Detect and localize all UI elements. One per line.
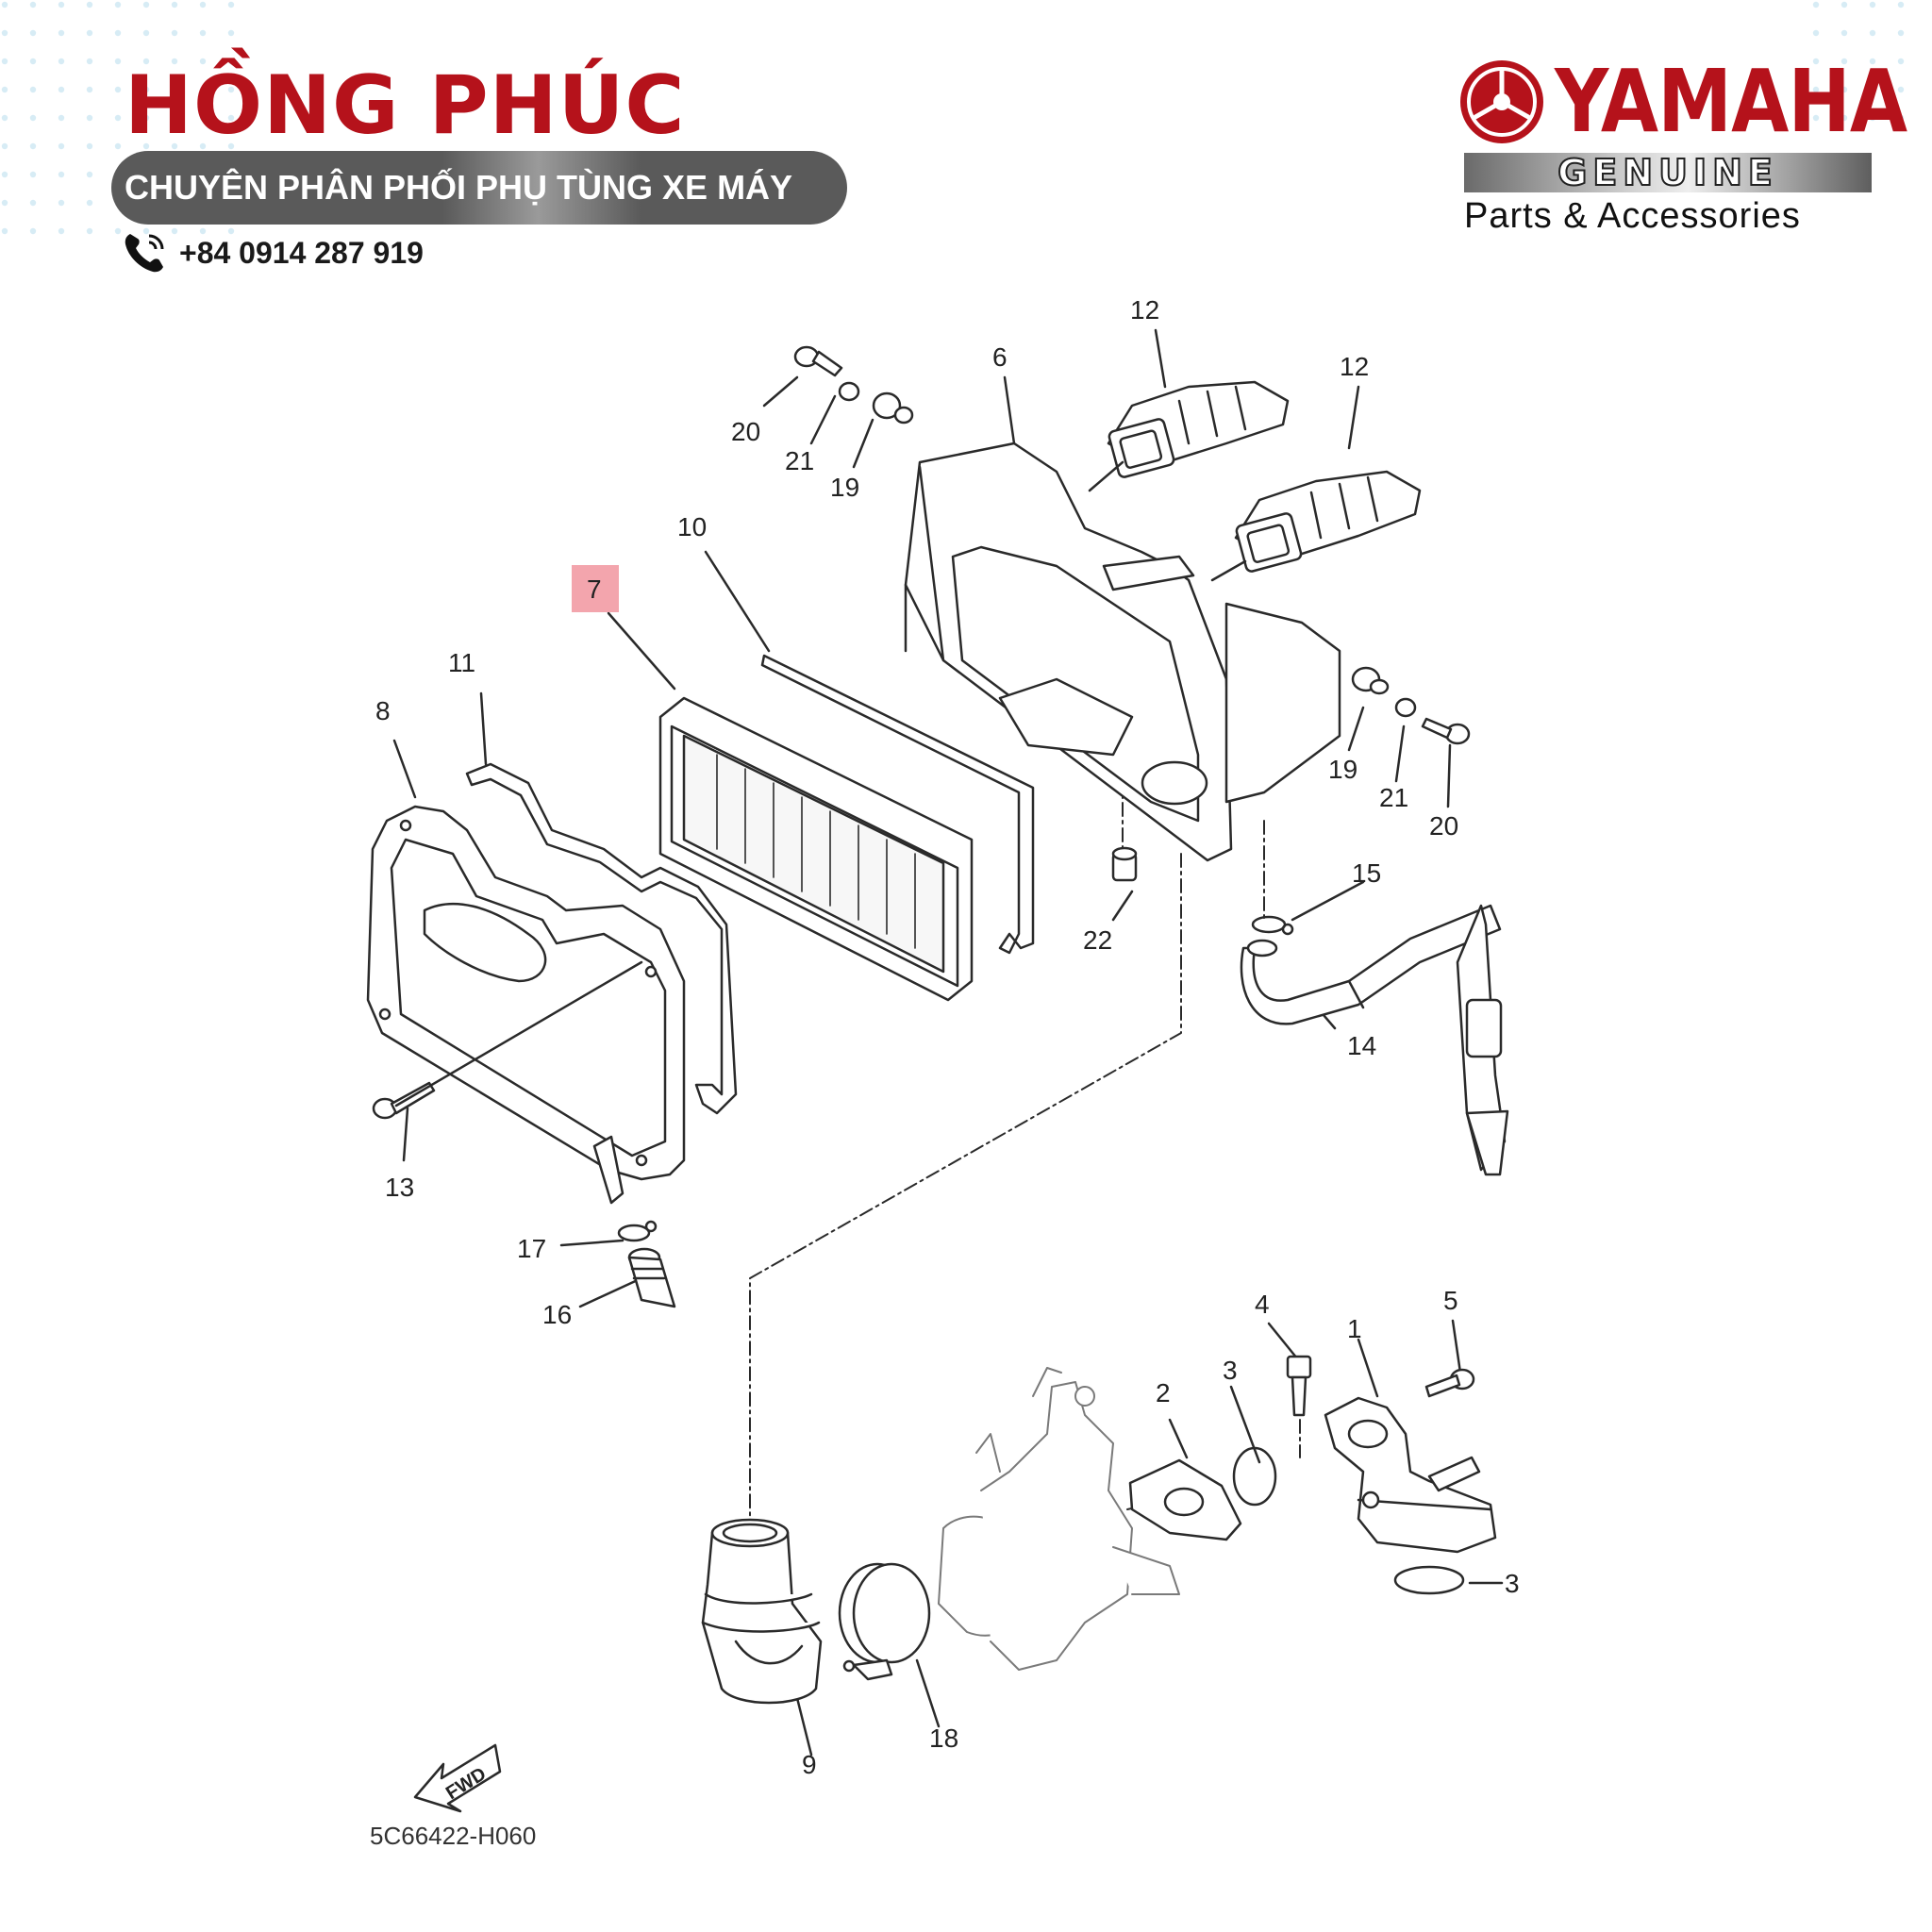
callout-21b: 21	[1379, 783, 1408, 812]
air-cleaner-case	[904, 441, 1341, 862]
callout-3-lower: 3	[1505, 1569, 1520, 1598]
callout-21a: 21	[785, 446, 814, 475]
callout-17: 17	[517, 1234, 546, 1263]
seal-11	[465, 762, 738, 1115]
callout-19a: 19	[830, 473, 859, 502]
yamaha-wordmark: YAMAHA	[1555, 51, 1907, 152]
callout-6: 6	[992, 342, 1008, 372]
carburetor-body	[938, 1367, 1180, 1671]
dot-pattern-right	[1811, 0, 1924, 132]
callout-15: 15	[1352, 858, 1381, 888]
callout-16: 16	[542, 1300, 572, 1329]
callout-10: 10	[677, 512, 707, 541]
callout-18: 18	[929, 1724, 958, 1753]
washer-21-upper	[838, 381, 860, 402]
o-ring-3-upper	[1232, 1446, 1277, 1507]
phone-row: +84 0914 287 919	[121, 228, 424, 277]
hose-clamp-18	[838, 1562, 931, 1681]
clip-15	[1251, 915, 1294, 936]
joint-upper	[1107, 380, 1290, 478]
washer-21-lower	[1394, 697, 1417, 718]
yamaha-genuine-logo: YAMAHA GENUINE Parts & Accessories	[1457, 51, 1907, 236]
clip-17	[617, 1220, 658, 1242]
breather-hose-14	[1240, 904, 1509, 1176]
fwd-arrow-icon	[413, 1743, 502, 1813]
callout-4: 4	[1255, 1290, 1270, 1319]
collar-19-upper	[872, 391, 914, 425]
callout-20b: 20	[1429, 811, 1458, 841]
genuine-bar: GENUINE	[1464, 151, 1872, 194]
genuine-text: GENUINE	[1557, 151, 1778, 194]
yamaha-tuning-fork-emblem-icon	[1460, 60, 1543, 143]
callout-12b: 12	[1340, 352, 1369, 381]
grommet-22	[1111, 846, 1138, 882]
callout-7: 7	[587, 575, 602, 604]
air-filter-element	[658, 696, 974, 1002]
callout-8: 8	[375, 696, 391, 725]
tagline-badge: CHUYÊN PHÂN PHỐI PHỤ TÙNG XE MÁY	[111, 151, 847, 225]
parts-accessories-text: Parts & Accessories	[1464, 196, 1801, 236]
callout-2: 2	[1156, 1378, 1171, 1407]
callout-14: 14	[1347, 1031, 1376, 1060]
joint-lower	[1234, 470, 1422, 573]
callout-1: 1	[1347, 1314, 1362, 1343]
callout-19b: 19	[1328, 755, 1357, 784]
collar-19-lower	[1351, 666, 1390, 695]
callout-5: 5	[1443, 1286, 1458, 1315]
diagram-part-code: 5C66422-H060	[370, 1822, 536, 1850]
drain-outlet	[592, 1135, 625, 1205]
o-ring-3-lower	[1393, 1565, 1465, 1595]
brand-title: HỒNG PHÚC	[125, 58, 686, 153]
screw-5	[1424, 1368, 1475, 1398]
phone-number: +84 0914 287 919	[179, 235, 424, 270]
callout-20a: 20	[731, 417, 760, 446]
gasket-2	[1128, 1458, 1242, 1541]
screw-13	[372, 1081, 436, 1120]
bolt-4	[1286, 1355, 1312, 1417]
callout-13: 13	[385, 1173, 414, 1202]
gasket-10	[760, 654, 1035, 955]
highlight-part-7	[572, 565, 619, 612]
callout-12a: 12	[1130, 295, 1159, 325]
callout-9: 9	[802, 1750, 817, 1779]
screw-20-upper	[793, 345, 843, 377]
callout-3-upper: 3	[1223, 1356, 1238, 1385]
intake-manifold-1	[1324, 1396, 1497, 1554]
plug-16	[627, 1247, 676, 1308]
callout-22: 22	[1083, 925, 1112, 955]
callout-numbers: 12 12 6 20 21 19 10 7 11 8 19 21 20 15 2…	[375, 295, 1520, 1779]
phone-icon	[125, 234, 164, 273]
screw-20-lower	[1421, 717, 1471, 745]
air-cleaner-cover	[366, 805, 686, 1181]
carburetor-joint-9	[701, 1518, 823, 1705]
callout-11: 11	[448, 648, 475, 677]
